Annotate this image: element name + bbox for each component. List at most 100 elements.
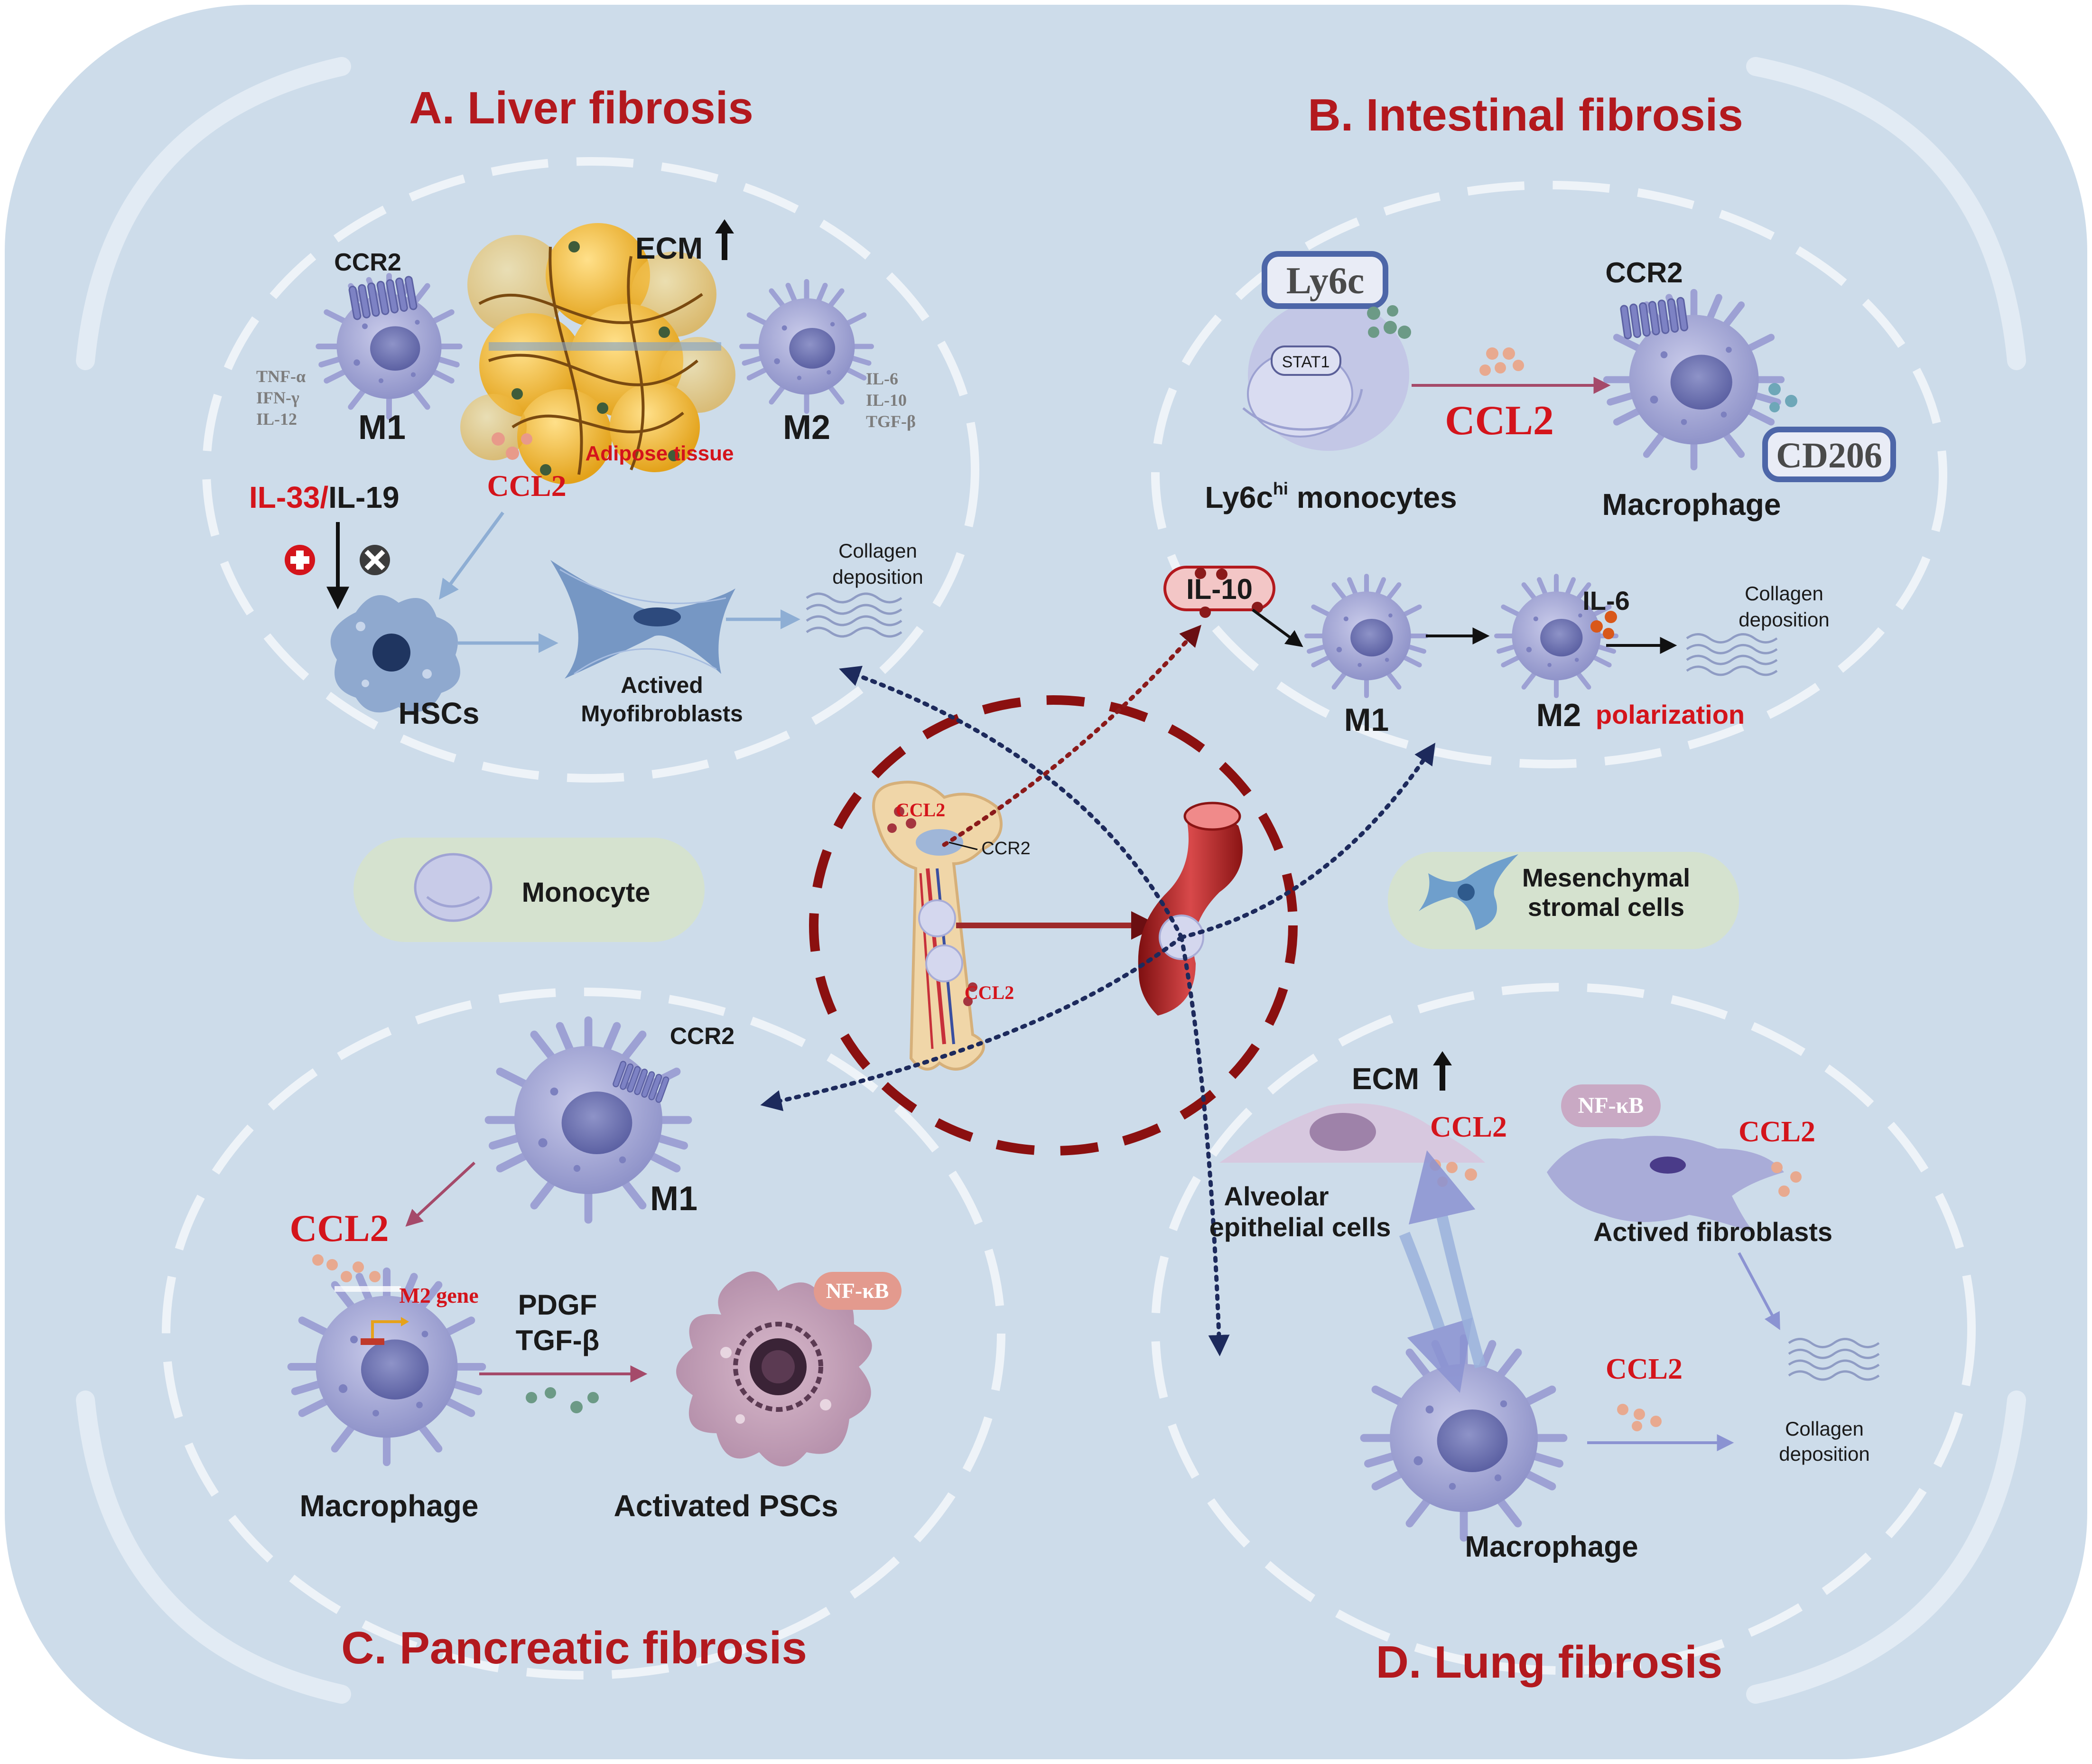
c-m1-to-macrophage-arrow (405, 1161, 476, 1227)
a-il19-label: IL-19 (328, 480, 399, 514)
a-hsc-label: HSCs (399, 696, 480, 730)
panel-a-boundary (202, 157, 979, 783)
b-monocytes-label: Ly6chi monocytes (1205, 479, 1457, 514)
center-ccl2-bottom: CCL2 (965, 982, 1014, 1003)
arrow-to-liver (839, 665, 1184, 940)
a-il33-il19-label: IL-33/IL-19 (249, 480, 400, 514)
b-ly6c-box (1262, 251, 1388, 309)
legend-msc-icon (1419, 854, 1518, 930)
b-cd206-box (1762, 427, 1896, 482)
b-m1-label: M1 (1344, 702, 1389, 738)
c-ccr2-label: CCR2 (670, 1023, 735, 1049)
d-alveolar-label-2: epithelial cells (1209, 1212, 1391, 1242)
arrow-to-lung (1179, 935, 1230, 1356)
c-ccl2-label: CCL2 (290, 1208, 389, 1250)
bone-icon (872, 781, 1003, 1071)
a-ccl2-label: CCL2 (487, 469, 566, 503)
panel-b-boundary (1151, 181, 1947, 768)
d-nfkb-box (1561, 1084, 1661, 1127)
d-nfkb-label: NF-κB (1578, 1093, 1644, 1118)
b-il10-to-m1-arrow (1252, 608, 1303, 647)
b-il10-box (1163, 566, 1275, 611)
c-m2-gene-label: M2 gene (399, 1283, 478, 1307)
d-ecm-label: ECM (1352, 1062, 1419, 1096)
b-monocytes-prefix: Ly6c (1205, 480, 1273, 514)
arrow-to-intestine-m2 (1179, 743, 1436, 940)
a-m1-label: M1 (358, 409, 406, 447)
legend-monocyte: Monocyte (353, 838, 705, 942)
legend-msc: Mesenchymal stromal cells (1388, 852, 1739, 949)
panel-d-title: D. Lung fibrosis (1376, 1637, 1723, 1688)
d-crosstalk-arrows (1399, 1150, 1486, 1393)
c-macrophage-label: Macrophage (300, 1489, 479, 1523)
panel-b-title: B. Intestinal fibrosis (1308, 90, 1743, 140)
a-myofib-label-2: Myofibroblasts (581, 701, 743, 727)
a-myofibroblast (550, 560, 735, 679)
d-fibroblast-label: Actived fibroblasts (1593, 1217, 1832, 1247)
a-m2-cytokine-3: TGF-β (866, 412, 916, 431)
d-fibroblast-to-collagen-arrow (1738, 1252, 1780, 1330)
panel-a-title: A. Liver fibrosis (409, 83, 753, 133)
d-alveolar-epithelial-cell (1219, 1103, 1485, 1163)
b-collagen-label-1: Collagen (1745, 582, 1823, 605)
c-nfkb-box (814, 1272, 902, 1310)
dispersal-arrows (760, 625, 1436, 1356)
b-il6-dots (1590, 611, 1617, 639)
a-collagen-label-2: deposition (832, 566, 923, 588)
d-alveolar-label-1: Alveolar (1224, 1181, 1329, 1211)
b-monocytes-sup: hi (1273, 479, 1288, 498)
a-collagen-label-1: Collagen (838, 540, 917, 562)
b-ly6c-label: Ly6c (1286, 260, 1364, 302)
d-ccl2-dots-c (1617, 1404, 1662, 1431)
c-m2-gene-box (335, 1286, 401, 1292)
a-ccl2-dots (492, 432, 532, 460)
panel-d: ECM CCL2 Alveolar epithelial cells NF-κB… (1209, 1051, 1879, 1563)
panel-b: STAT1 Ly6c Ly6chi monocytes CCL2 CCR2 CD… (1163, 251, 1896, 738)
panel-c-title: C. Pancreatic fibrosis (341, 1623, 807, 1673)
a-m2-cytokine-1: IL-6 (866, 369, 898, 388)
b-ccr2-label: CCR2 (1605, 257, 1683, 289)
a-adipose-tissue (460, 223, 735, 484)
d-ecm-up-arrow-icon (1433, 1051, 1452, 1091)
a-hsc-cell (330, 595, 460, 713)
center-ccl2-top: CCL2 (896, 799, 945, 821)
a-ccr2-label: CCR2 (334, 249, 401, 276)
d-ccl2-label-c: CCL2 (1606, 1353, 1683, 1385)
a-m2-cytokine-2: IL-10 (866, 391, 907, 410)
c-ccl2-dots (312, 1254, 381, 1282)
b-stat1-box (1271, 345, 1341, 376)
a-ccl2-to-hsc-arrow (439, 511, 504, 600)
panel-c: CCR2 M1 CCL2 M2 gene Macrophage PDGF TGF… (290, 1020, 902, 1523)
a-ecm-label: ECM (635, 231, 703, 265)
legend-msc-label-1: Mesenchymal (1522, 864, 1690, 892)
b-macrophage-label: Macrophage (1602, 487, 1781, 522)
c-tgfb-label: TGF-β (516, 1325, 600, 1356)
c-gene-promoter-icon (361, 1317, 409, 1345)
b-collagen-label-2: deposition (1739, 608, 1829, 631)
b-cd206-dots (1768, 383, 1797, 412)
b-ccl2-label: CCL2 (1445, 398, 1554, 444)
d-collagen-label-1: Collagen (1785, 1418, 1864, 1440)
arrow-to-intestine-il10 (942, 625, 1201, 847)
panel-d-boundary (1151, 983, 1976, 1675)
a-m1-cytokine-2: IFN-γ (256, 388, 299, 407)
d-ccl2-label-b: CCL2 (1739, 1116, 1815, 1148)
a-adipose-label: Adipose tissue (586, 442, 734, 465)
legend-monocyte-icon (414, 853, 493, 922)
a-myofib-label-1: Actived (621, 673, 703, 698)
d-activated-fibroblast (1547, 1136, 1784, 1234)
a-m1-cytokine-3: IL-12 (256, 410, 297, 429)
b-m2-label: M2 (1536, 697, 1581, 733)
b-cd206-label: CD206 (1776, 436, 1882, 476)
b-polarization-label: polarization (1596, 700, 1745, 729)
b-stat1-label: STAT1 (1282, 353, 1330, 371)
legend-monocyte-label: Monocyte (522, 877, 651, 908)
a-ecm-up-arrow-icon (715, 219, 734, 260)
center-dashed-circle (809, 695, 1298, 1156)
center-ccr2: CCR2 (981, 839, 1030, 859)
c-nfkb-label: NF-κB (826, 1279, 889, 1303)
a-il33-label: IL-33/ (249, 480, 328, 514)
d-ccl2-label-a: CCL2 (1430, 1111, 1507, 1143)
blood-vessel-icon (1138, 802, 1243, 1016)
